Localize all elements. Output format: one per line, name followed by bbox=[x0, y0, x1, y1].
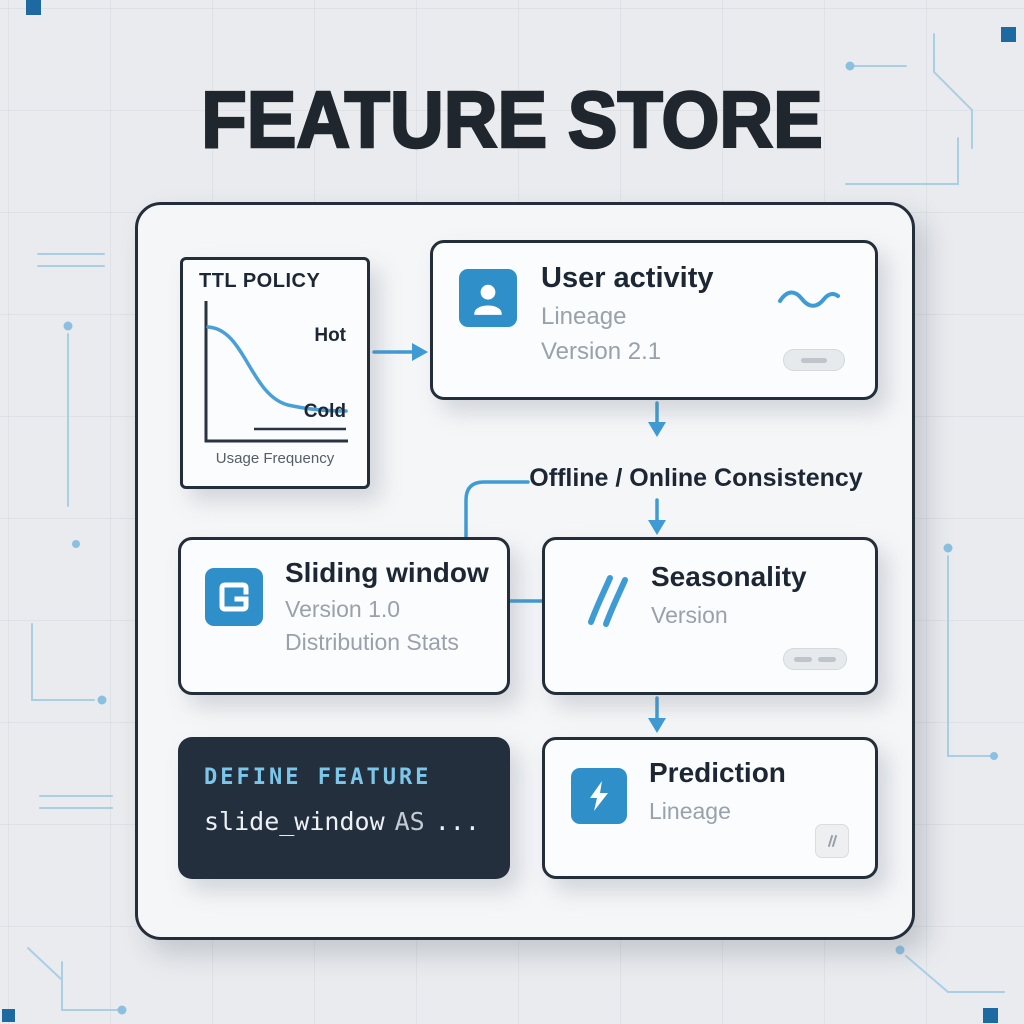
prediction-lineage: Lineage bbox=[649, 797, 731, 824]
seasonality-text: Seasonality Version bbox=[651, 561, 807, 628]
decor-square bbox=[1001, 27, 1016, 42]
user-activity-title: User activity bbox=[541, 262, 714, 294]
cold-label: Cold bbox=[303, 401, 346, 422]
user-activity-text: User activity Lineage Version 2.1 bbox=[541, 262, 714, 366]
decay-curve-chart bbox=[204, 301, 348, 443]
prediction-card: Prediction Lineage bbox=[542, 737, 878, 879]
decor-dot bbox=[990, 752, 998, 760]
usage-frequency-label: Usage Frequency bbox=[215, 450, 335, 467]
seasonality-title: Seasonality bbox=[651, 561, 807, 592]
decor-line bbox=[31, 623, 95, 701]
decor-square bbox=[983, 1008, 998, 1023]
ttl-policy-title: TTL POLICY bbox=[199, 270, 321, 292]
toggle-pill bbox=[783, 648, 847, 670]
chart-axes bbox=[204, 301, 348, 443]
user-activity-version: Version 2.1 bbox=[541, 338, 662, 366]
user-activity-card: User activity Lineage Version 2.1 bbox=[430, 240, 878, 400]
code-body-line: slide_window AS... bbox=[204, 807, 510, 836]
double-slash-icon bbox=[588, 575, 628, 627]
decor-line bbox=[37, 253, 105, 267]
feature-definition-code-block: DEFINE FEATURE slide_window AS... bbox=[178, 737, 510, 879]
mini-bolt-badge bbox=[815, 824, 849, 858]
code-as-keyword: AS bbox=[394, 807, 425, 836]
sliding-window-title: Sliding window bbox=[285, 557, 489, 588]
decay-curve bbox=[206, 325, 348, 413]
window-glyph-icon bbox=[205, 568, 263, 626]
user-activity-lineage: Lineage bbox=[541, 302, 627, 330]
user-icon bbox=[459, 269, 517, 327]
sliding-window-card: Sliding window Version 1.0 Distribution … bbox=[178, 537, 510, 695]
ttl-policy-card: TTL POLICY Hot Cold Usage Frequency bbox=[180, 257, 370, 489]
seasonality-card: Seasonality Version bbox=[542, 537, 878, 695]
sliding-window-version: Version 1.0 bbox=[285, 595, 401, 622]
decor-square bbox=[2, 1009, 15, 1022]
toggle-pill bbox=[783, 349, 845, 371]
pill-dash bbox=[794, 656, 812, 662]
mini-slash-icon bbox=[828, 835, 837, 847]
code-keyword-line: DEFINE FEATURE bbox=[204, 765, 432, 790]
decor-dot bbox=[117, 1005, 127, 1015]
decor-line bbox=[905, 955, 1005, 993]
decor-dot bbox=[63, 321, 73, 331]
decor-square bbox=[26, 0, 41, 15]
prediction-text: Prediction Lineage bbox=[649, 757, 786, 824]
ttl-decay-chart: Hot Cold bbox=[200, 297, 350, 447]
decor-dot bbox=[72, 540, 80, 548]
seasonality-version: Version bbox=[651, 601, 728, 628]
page-title: FEATURE STORE bbox=[200, 74, 824, 166]
decor-dot bbox=[845, 61, 855, 71]
decor-line bbox=[39, 795, 113, 809]
prediction-title: Prediction bbox=[649, 757, 786, 788]
wave-icon bbox=[778, 290, 840, 308]
decor-line bbox=[27, 947, 63, 981]
decor-dot bbox=[895, 945, 905, 955]
code-ellipsis: ... bbox=[434, 807, 480, 836]
hot-label: Hot bbox=[314, 325, 346, 346]
pill-dash bbox=[801, 357, 827, 363]
sliding-window-text: Sliding window Version 1.0 Distribution … bbox=[285, 557, 489, 656]
decor-line bbox=[947, 555, 991, 757]
decor-dot bbox=[97, 695, 107, 705]
pill-dash bbox=[818, 656, 836, 662]
consistency-label: Offline / Online Consistency bbox=[529, 464, 863, 492]
code-feature-name: slide_window bbox=[204, 807, 385, 836]
decor-line bbox=[61, 961, 119, 1011]
lightning-icon bbox=[571, 768, 627, 824]
sliding-window-stats: Distribution Stats bbox=[285, 629, 459, 656]
decor-dot bbox=[943, 543, 953, 553]
